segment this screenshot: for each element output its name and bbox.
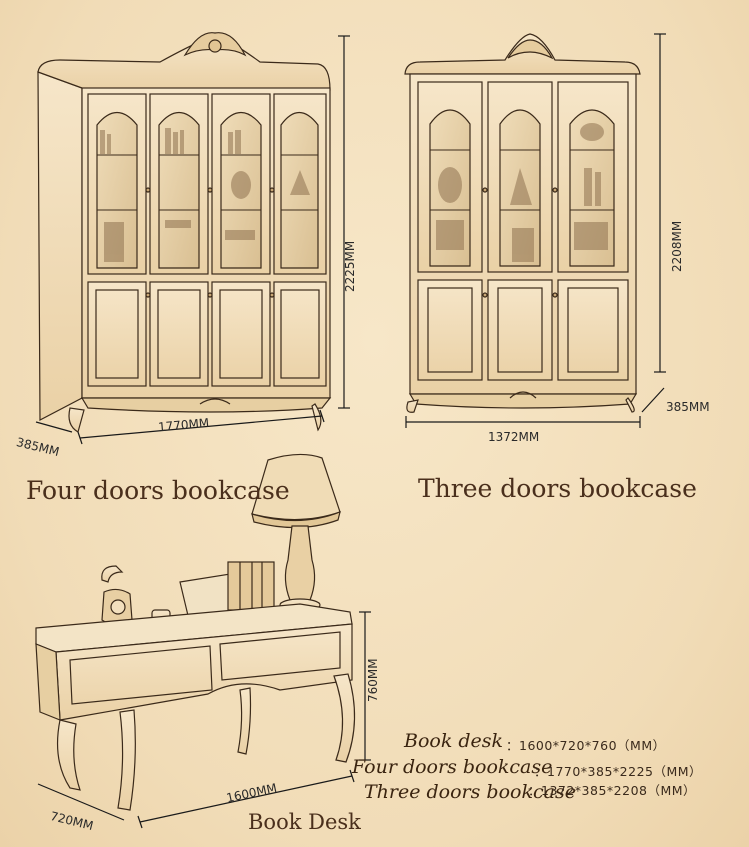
three-doors-height-dim: 2208MM: [670, 220, 684, 272]
three-doors-bookcase-drawing: [404, 33, 641, 413]
spec-value-book-desk: ：1600*720*760（MM）: [506, 738, 666, 753]
book-desk-drawing: [35, 453, 356, 811]
four-doors-caption: Four doors bookcase: [26, 476, 290, 505]
four-doors-bookcase-drawing: [37, 32, 332, 433]
three-doors-depth-dim: 385MM: [666, 400, 710, 414]
three-doors-dim-lines: [405, 33, 666, 428]
four-doors-dim-lines: [35, 35, 350, 445]
three-doors-width-dim: 1372MM: [488, 430, 540, 444]
spec-value-three-doors: ：1372*385*2208（MM）: [528, 783, 697, 798]
desk-dim-lines: [37, 611, 371, 829]
desk-height-dim: 760MM: [366, 658, 380, 702]
three-doors-caption: Three doors bookcase: [418, 474, 697, 503]
desk-caption: Book Desk: [248, 810, 361, 834]
four-doors-height-dim: 2225MM: [343, 240, 357, 292]
spec-label-three-doors: Three doors bookcase: [364, 781, 576, 803]
spec-value-four-doors: ：1770*385*2225（MM）: [534, 764, 703, 779]
spec-label-four-doors: Four doors bookcase: [352, 756, 553, 778]
spec-label-book-desk: Book desk: [404, 730, 504, 752]
